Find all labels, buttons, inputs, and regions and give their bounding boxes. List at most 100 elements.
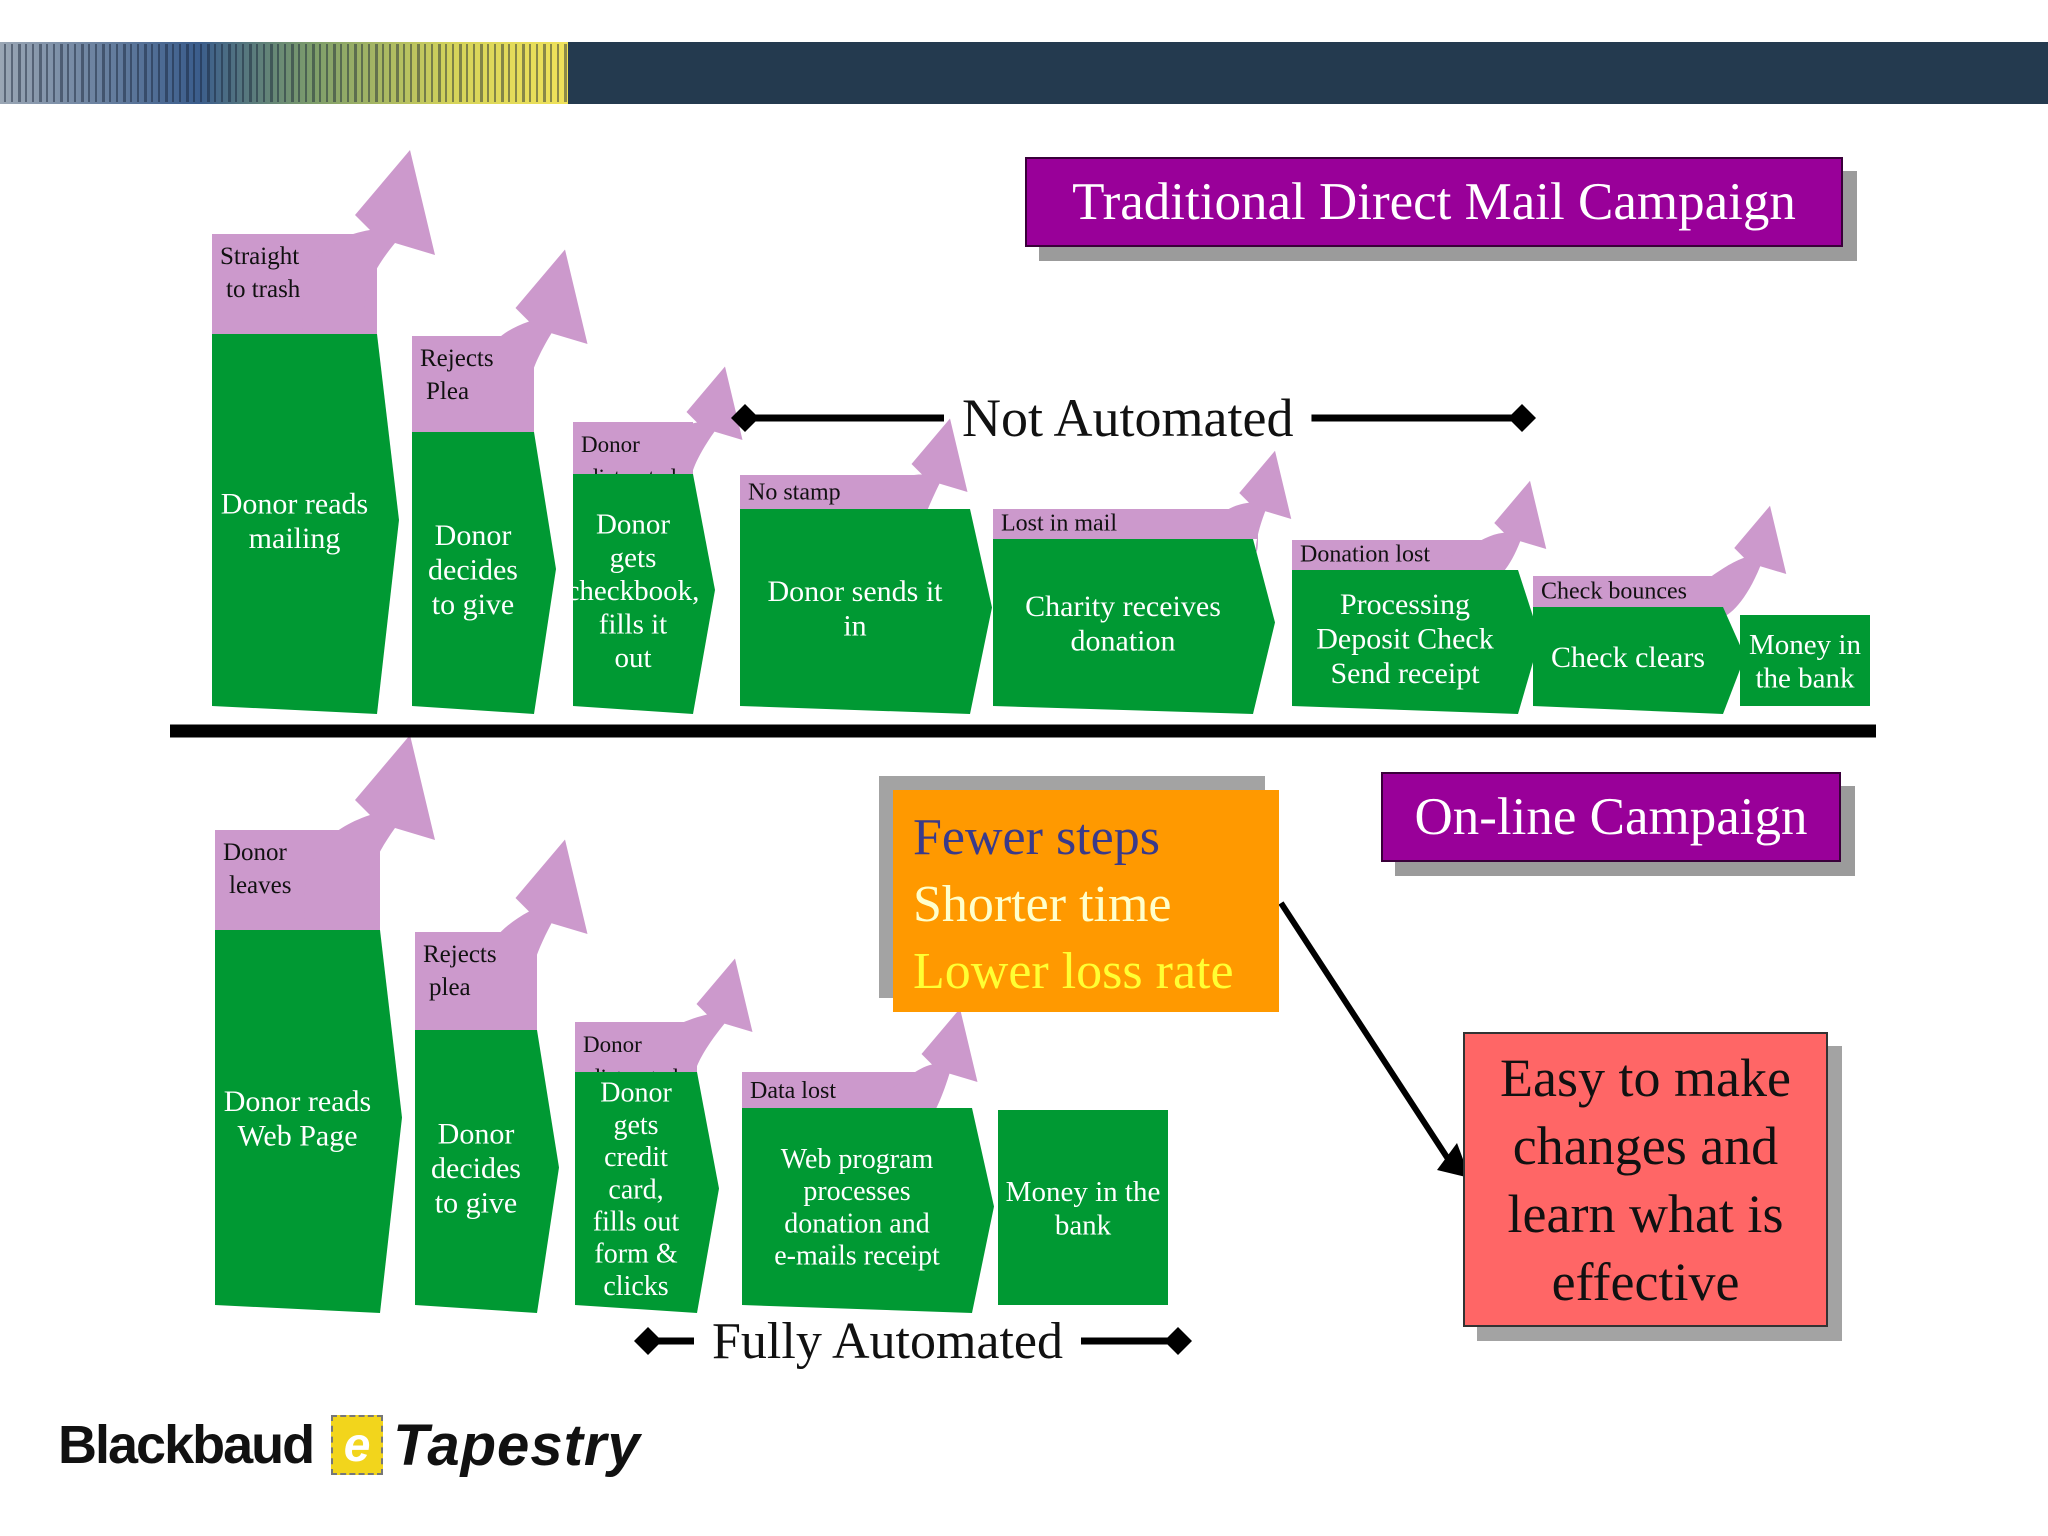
traditional-campaign-title: Traditional Direct Mail Campaign <box>1025 157 1843 247</box>
online-step-block <box>415 1030 559 1313</box>
barcode-stripe <box>522 44 525 102</box>
barcode-stripe <box>361 44 363 102</box>
barcode-stripe <box>53 44 55 102</box>
barcode-stripe <box>389 44 391 102</box>
barcode-stripe <box>228 44 231 102</box>
barcode-stripe <box>543 44 546 102</box>
barcode-stripes <box>4 44 567 102</box>
barcode-stripe <box>326 44 328 102</box>
barcode-stripe <box>256 44 258 102</box>
online-step-block <box>742 1108 994 1313</box>
barcode-stripe <box>221 44 223 102</box>
barcode-stripe <box>88 44 90 102</box>
traditional-loss-label: No stamp <box>748 479 841 505</box>
barcode-stripe <box>536 44 538 102</box>
barcode-stripe <box>487 44 489 102</box>
traditional-loss-label: Rejects <box>420 345 494 372</box>
traditional-step-block <box>1533 607 1745 714</box>
traditional-step-label: gets <box>610 542 657 574</box>
online-step-block <box>998 1110 1168 1305</box>
traditional-step-label: Money in <box>1749 629 1861 661</box>
online-step-label: gets <box>613 1110 658 1141</box>
barcode-stripe <box>508 44 510 102</box>
barcode-stripe <box>207 44 210 102</box>
online-step-label: Money in the <box>1006 1176 1161 1208</box>
online-loss-label: plea <box>429 974 471 1001</box>
traditional-step-label: the bank <box>1755 662 1855 694</box>
online-loss-arrow <box>841 1008 978 1121</box>
online-step-label: donation and <box>784 1208 929 1239</box>
traditional-loss-label: to trash <box>226 276 301 303</box>
not-automated-marker-diamond-right <box>1508 404 1536 432</box>
barcode-stripe <box>235 44 237 102</box>
not-automated-marker-diamond-left <box>731 404 759 432</box>
traditional-loss-arrow <box>1138 450 1292 552</box>
traditional-step-label: Donor <box>435 519 512 552</box>
barcode-stripe <box>109 44 111 102</box>
online-step-label: to give <box>435 1187 518 1220</box>
traditional-step-label: mailing <box>249 522 341 555</box>
traditional-step-label: fills it <box>599 609 667 641</box>
online-loss-arrow <box>641 958 753 1081</box>
callout-connector <box>1278 901 1455 1167</box>
barcode-stripe <box>529 44 531 102</box>
fully-automated-marker-diamond-right <box>1164 1327 1192 1355</box>
online-step-label: credit <box>604 1142 668 1173</box>
barcode-stripe <box>291 44 294 102</box>
barcode-stripe <box>249 44 252 102</box>
barcode-stripe <box>137 44 139 102</box>
callout-line: changes and <box>1512 1115 1779 1176</box>
online-loss-label: leaves <box>229 872 291 899</box>
online-step-label: e-mails receipt <box>774 1241 940 1272</box>
traditional-step-block <box>740 509 992 714</box>
traditional-step-label: Deposit Check <box>1316 623 1493 656</box>
barcode-stripe <box>550 44 552 102</box>
barcode-stripe <box>557 44 559 102</box>
traditional-step-label: out <box>614 642 651 674</box>
barcode-stripe <box>515 44 517 102</box>
barcode-stripe <box>368 44 370 102</box>
barcode-stripe <box>95 44 97 102</box>
barcode-stripe <box>410 44 412 102</box>
barcode-stripe <box>18 44 21 102</box>
traditional-step-3: DonordistractedDonorgetscheckbook,fills … <box>567 366 743 714</box>
barcode-stripe <box>179 44 181 102</box>
not-automated-marker-label: Not Automated <box>962 388 1293 448</box>
online-step-label: Web program <box>781 1144 934 1175</box>
traditional-step-label: Processing <box>1340 588 1470 621</box>
barcode-stripe <box>438 44 441 102</box>
traditional-loss-label: Lost in mail <box>1001 511 1117 537</box>
barcode-stripe <box>102 44 105 102</box>
traditional-step-block <box>993 539 1275 714</box>
traditional-loss-label: Donor <box>581 432 640 457</box>
benefit-fewer-steps: Fewer steps <box>913 809 1160 866</box>
online-step-label: Donor reads <box>224 1085 371 1118</box>
barcode-stripe <box>319 44 321 102</box>
barcode-stripe <box>312 44 315 102</box>
barcode-stripe <box>333 44 336 102</box>
barcode-stripe <box>186 44 189 102</box>
benefit-lower-loss-rate: Lower loss rate <box>913 943 1234 1000</box>
online-step-label: card, <box>608 1174 663 1205</box>
barcode-stripe <box>466 44 468 102</box>
traditional-step-label: Donor <box>596 508 670 540</box>
benefit-shorter-time: Shorter time <box>913 876 1172 933</box>
barcode-stripe <box>214 44 216 102</box>
online-step-label: processes <box>803 1176 910 1207</box>
barcode-stripe <box>347 44 349 102</box>
barcode-stripe <box>130 44 132 102</box>
benefits-box: Fewer steps Shorter time Lower loss rate <box>893 790 1279 1012</box>
barcode-stripe <box>494 44 496 102</box>
traditional-loss-arrow <box>476 249 588 432</box>
online-loss-label: Donor <box>583 1032 642 1057</box>
barcode-stripe <box>165 44 168 102</box>
traditional-step-label: Charity receives <box>1025 590 1221 623</box>
